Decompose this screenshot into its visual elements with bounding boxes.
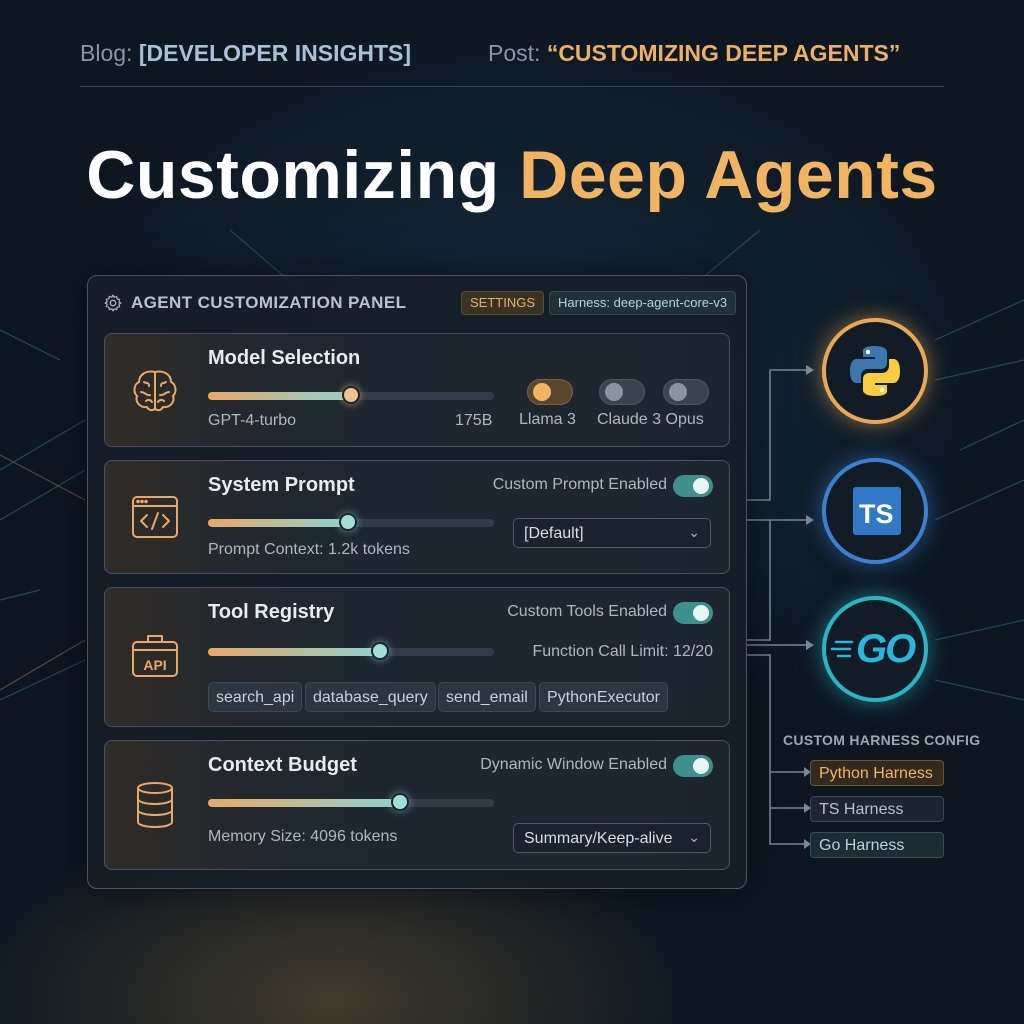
model-name-label: GPT-4-turbo bbox=[208, 412, 297, 429]
memory-size-slider[interactable] bbox=[208, 793, 494, 811]
ts-label: TS bbox=[859, 499, 894, 529]
svg-text:API: API bbox=[143, 657, 166, 673]
title-accent: Deep Agents bbox=[519, 137, 938, 213]
chevron-down-icon: ⌄ bbox=[688, 524, 700, 540]
python-logo-icon[interactable] bbox=[822, 318, 928, 424]
model-size-label: 175B bbox=[455, 412, 493, 429]
memory-size-label: Memory Size: 4096 tokens bbox=[208, 828, 398, 845]
memory-strategy-select[interactable]: Summary/Keep-alive ⌄ bbox=[513, 823, 711, 853]
settings-badge[interactable]: SETTINGS bbox=[461, 291, 545, 315]
prompt-template-select[interactable]: [Default] ⌄ bbox=[513, 518, 711, 548]
agent-customization-panel: AGENT CUSTOMIZATION PANEL SETTINGS Harne… bbox=[87, 275, 747, 889]
database-icon bbox=[137, 782, 173, 829]
go-logo-icon[interactable]: GO bbox=[822, 596, 928, 702]
tool-chip[interactable]: send_email bbox=[438, 682, 536, 712]
harness-badge: Harness: deep-agent-core-v3 bbox=[549, 291, 737, 315]
card-title: Model Selection bbox=[208, 347, 361, 369]
typescript-logo-icon[interactable]: TS bbox=[822, 458, 928, 564]
slider-knob[interactable] bbox=[339, 513, 358, 531]
tool-registry-card: API Tool Registry Custom Tools Enabled F… bbox=[104, 587, 730, 727]
model-toggle-extra[interactable] bbox=[663, 379, 709, 405]
ts-badge: TS bbox=[853, 487, 901, 535]
harness-config-title: CUSTOM HARNESS CONFIG bbox=[783, 732, 981, 748]
go-label: GO bbox=[856, 627, 916, 671]
tool-chip[interactable]: database_query bbox=[305, 682, 436, 712]
model-toggle-claude[interactable] bbox=[599, 379, 645, 405]
header-divider bbox=[80, 86, 944, 87]
title-main: Customizing bbox=[86, 137, 500, 213]
post-label: Post: bbox=[488, 40, 541, 66]
go-harness-button[interactable]: Go Harness bbox=[810, 832, 944, 858]
card-title: Tool Registry bbox=[208, 601, 335, 623]
toggle-label: Dynamic Window Enabled bbox=[480, 756, 667, 773]
context-budget-card: Context Budget Dynamic Window Enabled Me… bbox=[104, 740, 730, 870]
model-selection-card: Model Selection GPT-4-turbo 175B Llama 3… bbox=[104, 333, 730, 447]
blog-name: [DEVELOPER INSIGHTS] bbox=[138, 40, 412, 66]
model-toggle-llama[interactable] bbox=[527, 379, 573, 405]
python-harness-button[interactable]: Python Harness bbox=[810, 760, 944, 786]
slider-knob[interactable] bbox=[370, 642, 389, 660]
custom-tools-toggle[interactable] bbox=[673, 602, 713, 624]
model-slider[interactable] bbox=[208, 386, 494, 404]
chevron-down-icon: ⌄ bbox=[688, 829, 700, 845]
panel-header: AGENT CUSTOMIZATION PANEL SETTINGS Harne… bbox=[103, 291, 737, 315]
model-option-label: Llama 3 bbox=[519, 411, 576, 428]
tool-chip[interactable]: PythonExecutor bbox=[539, 682, 668, 712]
blog-label: Blog: bbox=[80, 40, 133, 66]
card-title: Context Budget bbox=[208, 754, 357, 776]
function-call-limit-label: Function Call Limit: 12/20 bbox=[532, 643, 713, 660]
system-prompt-card: System Prompt Custom Prompt Enabled Prom… bbox=[104, 460, 730, 574]
model-option-label: Claude 3 Opus bbox=[597, 411, 704, 428]
go-speed-lines bbox=[830, 640, 854, 658]
toggle-label: Custom Prompt Enabled bbox=[492, 476, 667, 493]
function-call-slider[interactable] bbox=[208, 642, 494, 660]
tool-chip[interactable]: search_api bbox=[208, 682, 303, 712]
toggle-label: Custom Tools Enabled bbox=[507, 603, 667, 620]
code-window-icon bbox=[132, 496, 178, 538]
gear-icon bbox=[104, 294, 122, 312]
dynamic-window-toggle[interactable] bbox=[673, 755, 713, 777]
api-toolbox-icon: API bbox=[132, 635, 178, 677]
post-info: Post: “CUSTOMIZING DEEP AGENTS” bbox=[488, 40, 900, 67]
custom-prompt-toggle[interactable] bbox=[673, 475, 713, 497]
python-snake-icon bbox=[850, 346, 900, 396]
slider-knob[interactable] bbox=[342, 386, 360, 404]
ts-harness-button[interactable]: TS Harness bbox=[810, 796, 944, 822]
slider-knob[interactable] bbox=[390, 793, 409, 811]
page-title: Customizing Deep Agents bbox=[0, 136, 1024, 214]
brain-icon bbox=[133, 370, 177, 412]
post-title: “CUSTOMIZING DEEP AGENTS” bbox=[546, 40, 901, 66]
blog-header: Blog: [DEVELOPER INSIGHTS] Post: “CUSTOM… bbox=[80, 40, 944, 70]
prompt-context-slider[interactable] bbox=[208, 513, 494, 531]
select-value: [Default] bbox=[524, 525, 584, 542]
card-title: System Prompt bbox=[208, 474, 355, 496]
panel-title: AGENT CUSTOMIZATION PANEL bbox=[131, 293, 407, 312]
prompt-context-label: Prompt Context: 1.2k tokens bbox=[208, 541, 410, 558]
select-value: Summary/Keep-alive bbox=[524, 830, 673, 847]
